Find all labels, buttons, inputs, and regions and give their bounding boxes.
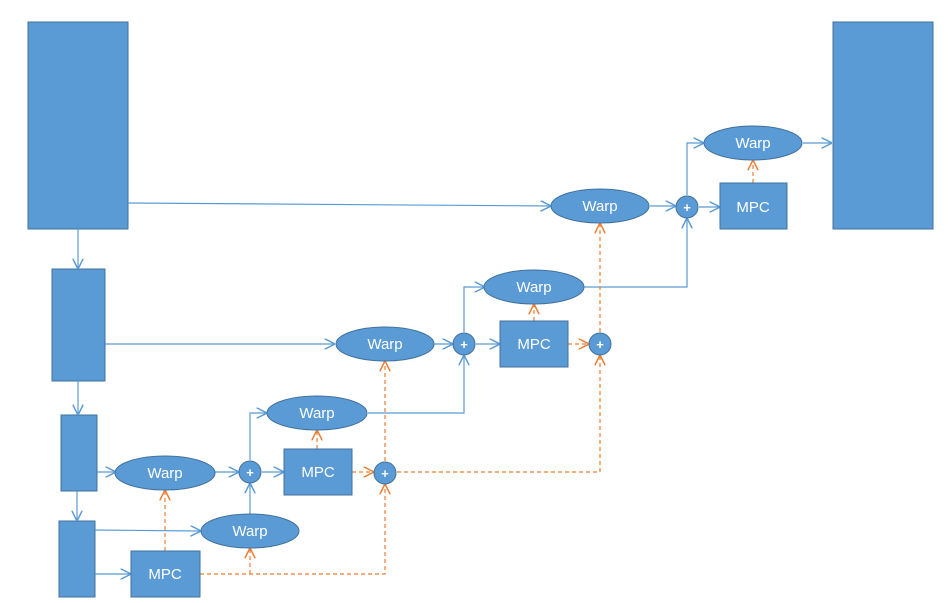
warp-node-b: Warp: [335, 326, 435, 362]
mpc-node-a: MPC: [130, 550, 201, 598]
warp-node-c: Warp: [114, 455, 216, 491]
edge-warp-e-plus-b: [368, 356, 464, 414]
plus-node-c-label: +: [683, 200, 691, 215]
flow-mpc-a-plus-d: [200, 485, 385, 575]
warp-node-a: Warp: [550, 188, 650, 224]
mpc-node-d: MPC: [719, 182, 788, 230]
edge-block0-warp-a: [127, 203, 550, 206]
mpc-node-a-label: MPC: [148, 566, 182, 583]
mpc-node-c: MPC: [499, 320, 569, 368]
plus-node-b: +: [452, 332, 476, 356]
warp-node-e-label: Warp: [299, 405, 334, 422]
warp-node-e: Warp: [266, 395, 368, 431]
plus-node-c: +: [675, 195, 699, 219]
warp-node-g: Warp: [703, 125, 803, 161]
plus-node-e: +: [588, 332, 612, 356]
plus-node-a: +: [238, 460, 262, 484]
warp-node-f: Warp: [483, 269, 585, 305]
mpc-node-b: MPC: [283, 448, 353, 496]
warp-node-d: Warp: [200, 513, 300, 549]
flow-plus-d-plus-e: [397, 356, 600, 473]
edge-plus-a-warp-e: [249, 413, 266, 460]
plus-node-d: +: [373, 461, 397, 485]
input-block-level-0: [27, 21, 129, 230]
edge-plus-c-warp-g: [686, 143, 703, 195]
warp-node-g-label: Warp: [735, 135, 770, 152]
output-block: [832, 21, 934, 230]
mpc-node-d-label: MPC: [736, 199, 770, 216]
warp-node-d-label: Warp: [232, 523, 267, 540]
warp-node-f-label: Warp: [516, 279, 551, 296]
plus-node-d-label: +: [381, 466, 389, 481]
edge-block3-warp-d: [94, 530, 200, 531]
warp-node-c-label: Warp: [147, 465, 182, 482]
plus-node-e-label: +: [596, 337, 604, 352]
input-block-level-2: [60, 414, 98, 492]
mpc-node-b-label: MPC: [301, 464, 335, 481]
plus-node-a-label: +: [246, 465, 254, 480]
mpc-node-c-label: MPC: [517, 336, 551, 353]
warp-node-a-label: Warp: [582, 198, 617, 215]
warp-node-b-label: Warp: [367, 336, 402, 353]
edge-warp-f-plus-c: [584, 219, 687, 288]
input-block-level-3: [58, 520, 96, 598]
edge-plus-b-warp-f: [463, 287, 484, 332]
plus-node-b-label: +: [460, 337, 468, 352]
input-block-level-1: [51, 268, 106, 382]
